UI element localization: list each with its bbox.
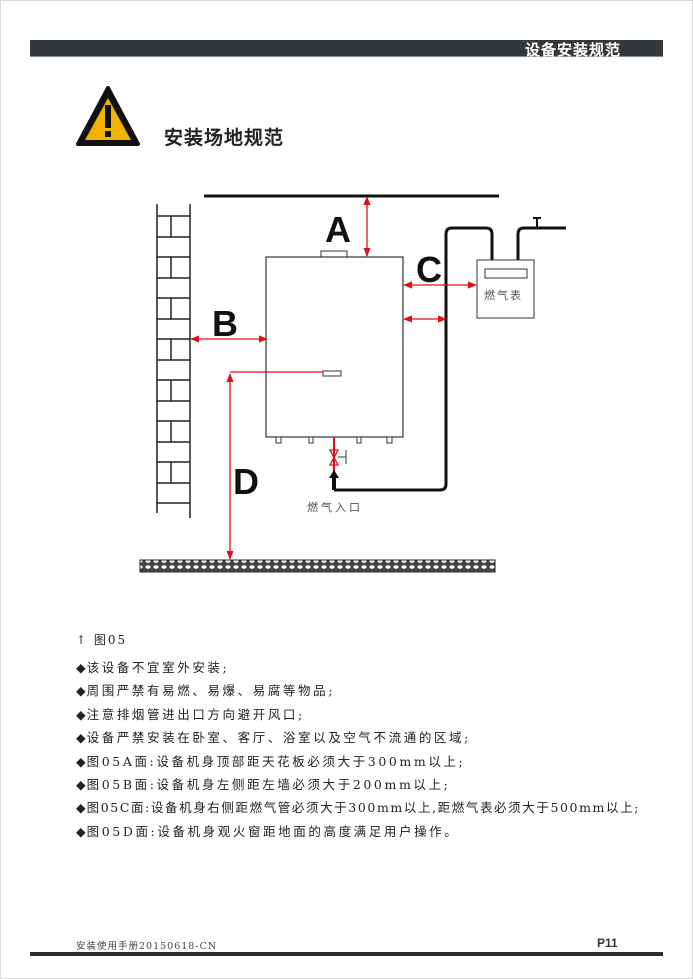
brick-wall — [156, 204, 191, 518]
floor — [139, 559, 496, 573]
requirements-list: ◆该设备不宜室外安装; ◆周围严禁有易燃、易爆、易腐等物品; ◆注意排烟管进出口… — [76, 657, 640, 844]
bottom-connectors — [275, 436, 393, 444]
gas-inlet-arrow-icon — [329, 470, 339, 490]
diamond-bullet-icon: ◆ — [76, 730, 86, 746]
header-section-title: 设备安装规范 — [524, 41, 621, 59]
label-a: A — [325, 209, 351, 250]
list-item: ◆周围严禁有易燃、易爆、易腐等物品; — [76, 683, 336, 699]
label-d: D — [233, 461, 259, 502]
diamond-bullet-icon: ◆ — [76, 683, 86, 699]
list-item: ◆图05C面:设备机身右侧距燃气管必须大于300mm以上,距燃气表必须大于500… — [76, 800, 641, 816]
gas-meter-display — [484, 268, 528, 279]
list-item: ◆注意排烟管进出口方向避开风口; — [76, 706, 305, 722]
header-bar: 设备安装规范 — [30, 40, 663, 59]
diamond-bullet-icon: ◆ — [76, 660, 86, 675]
flue-outlet — [320, 250, 348, 258]
gas-pipe — [334, 226, 494, 492]
warning-icon — [76, 86, 140, 146]
installation-diagram: 燃气表 燃气入口 A B C D — [139, 194, 566, 573]
gas-meter-label: 燃气表 — [484, 288, 523, 302]
sight-window — [322, 370, 342, 377]
supply-pipe — [516, 226, 566, 260]
footer-bar — [30, 952, 663, 956]
list-item: ◆该设备不宜室外安装; — [76, 660, 230, 675]
manual-id: 安装使用手册20150618-CN — [76, 941, 218, 952]
gas-inlet-label: 燃气入口 — [307, 500, 363, 514]
list-item: ◆设备严禁安装在卧室、客厅、浴室以及空气不流通的区域; — [76, 730, 471, 746]
figure-caption: ↑ 图05 — [76, 633, 128, 647]
diamond-bullet-icon: ◆ — [76, 800, 86, 816]
label-c: C — [416, 249, 442, 290]
section-title: 安装场地规范 — [164, 127, 285, 149]
list-item: ◆图05A面:设备机身顶部距天花板必须大于300mm以上; — [76, 753, 466, 769]
supply-valve-icon — [533, 217, 541, 228]
diamond-bullet-icon: ◆ — [76, 776, 86, 792]
page-number: P11 — [597, 936, 618, 950]
diamond-bullet-icon: ◆ — [76, 823, 86, 839]
list-item: ◆图05B面:设备机身左侧距左墙必须大于200mm以上; — [76, 776, 451, 792]
inlet-valve-icon — [328, 449, 340, 466]
label-b: B — [212, 303, 238, 344]
diamond-bullet-icon: ◆ — [76, 706, 86, 722]
diamond-bullet-icon: ◆ — [76, 753, 86, 769]
list-item: ◆图05D面:设备机身观火窗距地面的高度满足用户操作。 — [76, 823, 460, 839]
water-heater-body — [265, 256, 404, 438]
